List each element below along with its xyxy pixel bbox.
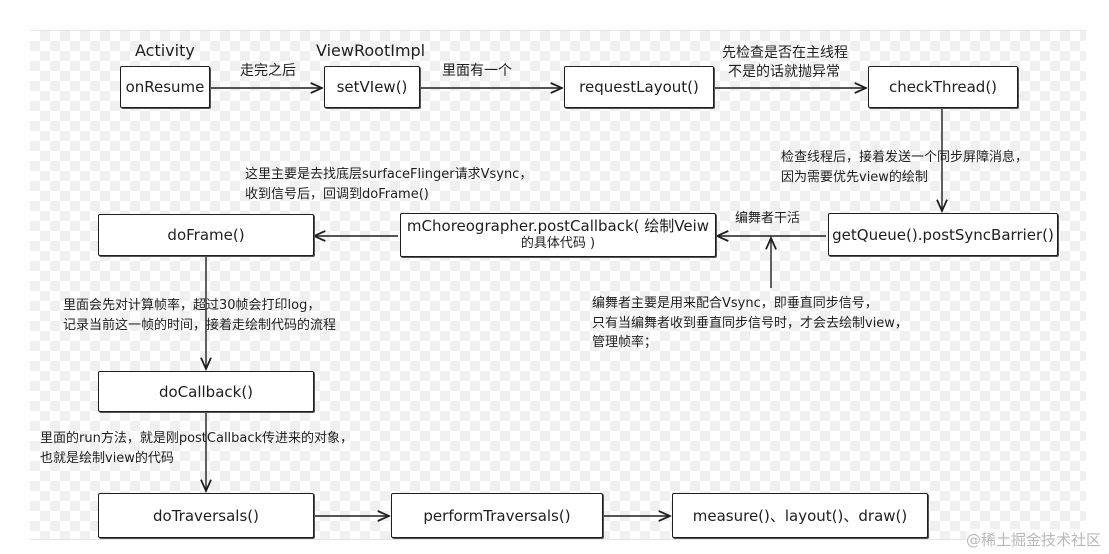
node-requestlayout[interactable]: requestLayout() (564, 66, 714, 108)
node-dotraversals-label: doTraversals() (153, 506, 259, 525)
edge-label-check-main-2: 不是的话就抛异常 (728, 64, 840, 80)
edge-label-check-main-1: 先检查是否在主线程 (722, 45, 848, 61)
node-setview[interactable]: setVIew() (324, 66, 420, 108)
node-requestlayout-label: requestLayout() (579, 78, 699, 96)
node-getqueue[interactable]: getQueue().postSyncBarrier() (828, 213, 1058, 256)
node-checkthread-label: checkThread() (888, 78, 998, 96)
note-vsync-1: 这里主要是去找底层surfaceFlinger请求Vsync， (245, 167, 533, 182)
watermark: @稀土掘金技术社区 (965, 529, 1101, 550)
note-frame-rate-1: 里面会先对计算帧率，超过30帧会打印log， (63, 298, 321, 313)
node-performtraversals[interactable]: performTraversals() (391, 493, 603, 538)
node-setview-label: setVIew() (336, 78, 408, 96)
note-choreographer-2: 只有当编舞者收到垂直同步信号时，才会去绘制view， (592, 316, 908, 331)
node-checkthread[interactable]: checkThread() (868, 66, 1018, 108)
viewrootimpl-header: ViewRootImpl (316, 41, 426, 60)
node-onresume-label: onResume (125, 78, 205, 96)
node-performtraversals-label: performTraversals() (423, 506, 571, 525)
node-postcallback-line1: mChoreographer.postCallback( 绘制Veiw (406, 217, 710, 235)
note-run-method-2: 也就是绘制view的代码 (40, 451, 174, 466)
edge-label-has-one: 里面有一个 (442, 63, 512, 79)
node-doframe[interactable]: doFrame() (98, 214, 314, 256)
node-postcallback[interactable]: mChoreographer.postCallback( 绘制Veiw 的具体代… (400, 213, 716, 257)
node-docallback-label: doCallback() (158, 382, 254, 401)
node-getqueue-label: getQueue().postSyncBarrier() (832, 225, 1054, 244)
note-vsync-2: 收到信号后，回调到doFrame() (245, 187, 429, 202)
node-dotraversals[interactable]: doTraversals() (98, 493, 314, 538)
node-measure-layout-draw[interactable]: measure()、layout()、draw() (672, 493, 928, 538)
node-measure-label: measure()、layout()、draw() (692, 506, 908, 525)
node-onresume[interactable]: onResume (120, 66, 210, 108)
edge-label-check-thread-1: 检查线程后，接着发送一个同步屏障消息， (781, 150, 1029, 165)
node-doframe-label: doFrame() (167, 226, 245, 244)
note-choreographer-3: 管理帧率； (592, 335, 658, 350)
edge-label-after-resume: 走完之后 (240, 63, 296, 79)
edge-label-check-thread-2: 因为需要优先view的绘制 (781, 170, 928, 185)
note-frame-rate-2: 记录当前这一帧的时间，接着走绘制代码的流程 (63, 318, 337, 333)
note-choreographer-1: 编舞者主要是用来配合Vsync，即垂直同步信号， (592, 296, 878, 311)
note-run-method-1: 里面的run方法，就是刚postCallback传进来的对象， (40, 431, 354, 446)
edge-label-choreographer-work: 编舞者干活 (735, 211, 801, 226)
node-postcallback-line2: 的具体代码 ) (520, 236, 596, 251)
node-docallback[interactable]: doCallback() (98, 371, 314, 412)
activity-header: Activity (135, 41, 195, 60)
